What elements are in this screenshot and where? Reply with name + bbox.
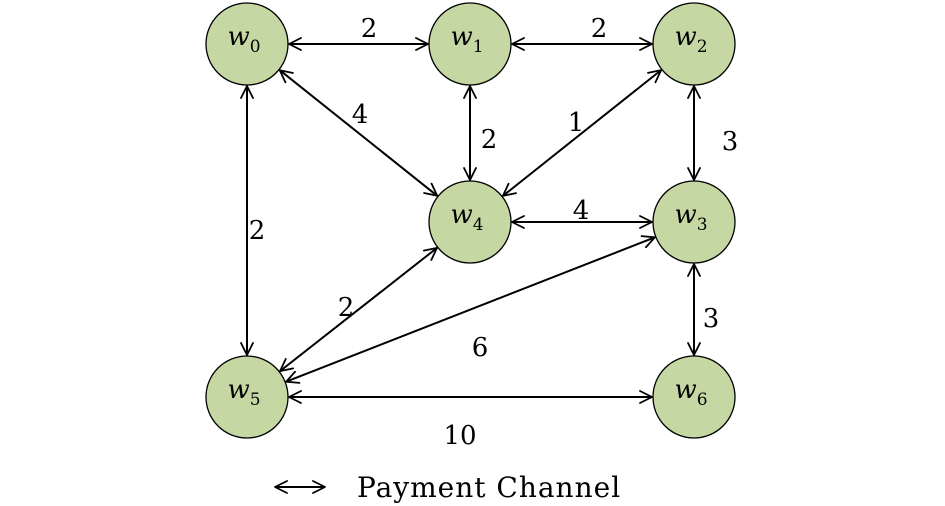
node-label-subscript: 3 — [697, 215, 708, 235]
channel-w3-w5 — [285, 235, 656, 384]
node-w3: w3 — [652, 180, 736, 264]
node-label: w0 — [227, 22, 260, 57]
node-label: w6 — [674, 375, 707, 410]
weight-w2-w3: 3 — [722, 127, 739, 157]
node-label-base: w — [674, 22, 696, 52]
node-label: w3 — [674, 200, 707, 235]
weight-w4-w3: 4 — [573, 196, 590, 226]
node-w2: w2 — [652, 2, 736, 86]
node-w5: w5 — [205, 355, 289, 439]
weight-w0-w1: 2 — [361, 14, 378, 44]
node-circle — [652, 355, 736, 439]
node-circle — [652, 2, 736, 86]
node-label: w2 — [674, 22, 707, 57]
node-circle — [205, 355, 289, 439]
node-label-subscript: 6 — [697, 390, 708, 410]
weight-w0-w5: 2 — [249, 216, 266, 246]
node-circle — [428, 180, 512, 264]
weight-w3-w6: 3 — [703, 304, 720, 334]
node-label-base: w — [674, 375, 696, 405]
node-label-subscript: 5 — [250, 390, 261, 410]
legend-label: Payment Channel — [357, 471, 621, 504]
weight-w1-w4: 2 — [481, 125, 498, 155]
node-circle — [428, 2, 512, 86]
node-label: w1 — [450, 22, 483, 57]
node-label-base: w — [227, 375, 249, 405]
node-w1: w1 — [428, 2, 512, 86]
node-label-subscript: 2 — [697, 37, 708, 57]
weight-w1-w2: 2 — [591, 14, 608, 44]
node-label-subscript: 4 — [473, 215, 484, 235]
node-circle — [205, 2, 289, 86]
weight-w4-w5: 2 — [338, 293, 355, 323]
weight-w3-w5: 6 — [472, 333, 489, 363]
node-label-base: w — [450, 22, 472, 52]
edges — [240, 37, 701, 404]
node-w0: w0 — [205, 2, 289, 86]
node-label: w4 — [450, 200, 483, 235]
channel-w0-w4 — [278, 69, 439, 197]
weight-w5-w6: 10 — [443, 421, 476, 451]
node-w4: w4 — [428, 180, 512, 264]
node-label-subscript: 0 — [250, 37, 261, 57]
weight-w0-w4: 4 — [352, 100, 369, 130]
node-label: w5 — [227, 375, 260, 410]
node-label-base: w — [674, 200, 696, 230]
legend: Payment Channel — [274, 471, 621, 504]
channel-w2-w4 — [501, 69, 662, 197]
node-label-base: w — [227, 22, 249, 52]
node-w6: w6 — [652, 355, 736, 439]
node-circle — [652, 180, 736, 264]
node-label-base: w — [450, 200, 472, 230]
node-label-subscript: 1 — [473, 37, 484, 57]
weight-w2-w4: 1 — [568, 108, 585, 138]
